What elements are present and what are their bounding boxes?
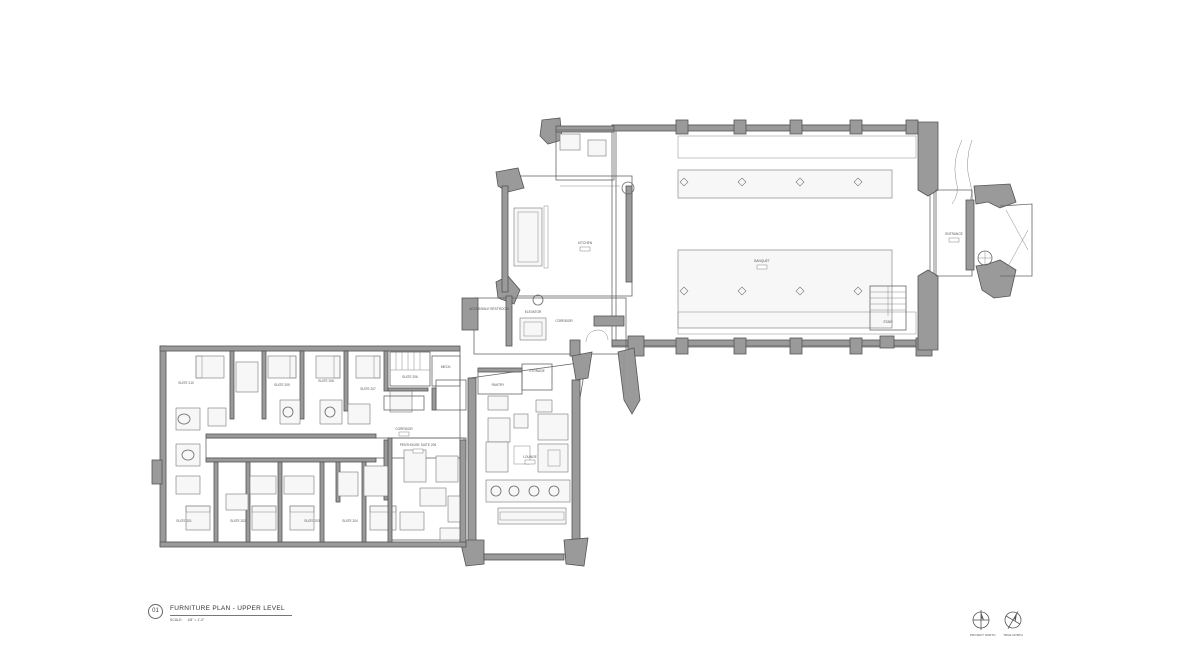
north-buttresses: [675, 119, 919, 135]
lounge-wing: LOUNGE STORAGE PANTRY: [459, 351, 593, 567]
west-stair: [389, 351, 431, 387]
north-annex: KITCHEN: [495, 117, 635, 305]
suite-201-label: SUITE 201: [176, 519, 192, 523]
elevator-label: ELEVATOR: [525, 310, 542, 314]
corridor-label: CORRIDOR: [395, 427, 413, 431]
true-north-label: TRUE NORTH: [1003, 633, 1023, 637]
drawing-title: FURNITURE PLAN - UPPER LEVEL: [170, 605, 285, 612]
true-north: TRUE NORTH: [1002, 609, 1024, 641]
suite-203-label: SUITE 203: [304, 519, 320, 523]
drawing-number: 01: [148, 604, 163, 619]
north-suites: [175, 355, 429, 431]
svg-text:MECH.: MECH.: [441, 365, 451, 369]
connector-core: ELEVATOR CORRIDOR ACCESSIBLE RESTROOM: [461, 294, 641, 415]
scale-value: 1/8" = 1'-0": [187, 618, 205, 622]
lounge-seating: [485, 395, 571, 525]
chandelier-icons: [679, 177, 863, 296]
svg-text:PANTRY: PANTRY: [492, 383, 506, 387]
north-arrow-icon: [1004, 611, 1022, 629]
project-north: PROJECT NORTH: [970, 609, 996, 641]
banquet-hall: BANQUET STAIR: [611, 119, 939, 357]
suites-wing: CORRIDOR SUITE 210 SUITE 209 SUI: [151, 345, 467, 548]
suite-209-label: SUITE 209: [274, 383, 290, 387]
south-buttresses: [627, 335, 933, 357]
entrance-label: ENTRANCE: [945, 232, 963, 236]
svg-text:ACCESSIBLE RESTROOM: ACCESSIBLE RESTROOM: [469, 307, 509, 311]
title-underline: [170, 615, 292, 616]
penthouse-suite: [387, 437, 467, 543]
suite-210-label: SUITE 210: [178, 381, 194, 385]
suite-204-label: SUITE 204: [342, 519, 358, 523]
suite-206-label: SUITE 206: [402, 375, 418, 379]
svg-text:KITCHEN: KITCHEN: [578, 241, 593, 245]
suite-202-label: SUITE 202: [230, 519, 246, 523]
penthouse-label: PENTHOUSE SUITE 205: [400, 443, 437, 447]
drawing-scale: SCALE: 1/8" = 1'-0": [170, 618, 204, 622]
suite-208-label: SUITE 208: [318, 379, 334, 383]
banquet-label: BANQUET: [754, 259, 769, 263]
svg-text:STORAGE: STORAGE: [529, 369, 545, 373]
north-arrow-icon: [972, 610, 990, 630]
scale-label: SCALE:: [170, 618, 183, 622]
suite-207-label: SUITE 207: [360, 387, 376, 391]
entrance-vestibule: ENTRANCE: [935, 139, 1033, 299]
svg-text:CORRIDOR: CORRIDOR: [555, 319, 573, 323]
lounge-label: LOUNGE: [523, 455, 536, 459]
east-stair: STAIR: [869, 285, 907, 331]
project-north-label: PROJECT NORTH: [970, 633, 996, 637]
stair-label: STAIR: [883, 320, 893, 324]
